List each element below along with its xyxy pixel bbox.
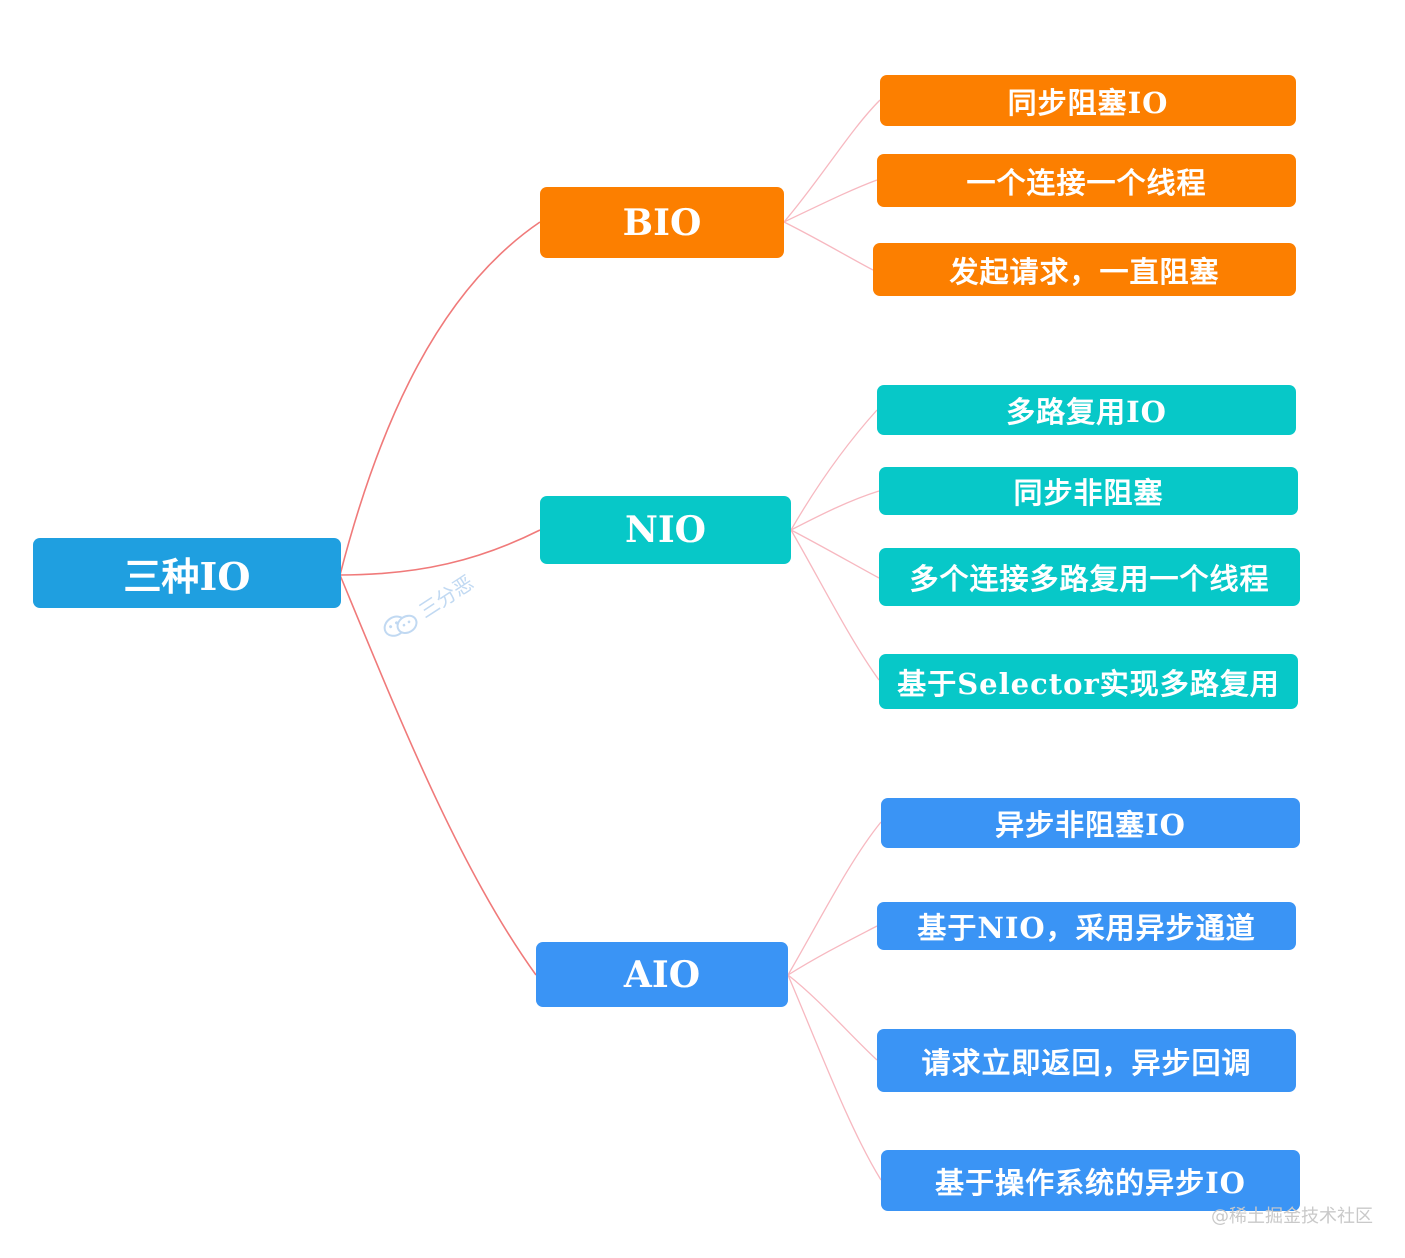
watermark: 三分恶 [377,567,478,647]
leaf-bio-2: 一个连接一个线程 [877,154,1296,207]
edge-nio-leaf-1 [790,409,878,531]
edge-bio-leaf-2 [783,179,878,223]
edge-bio-leaf-3 [783,221,874,271]
leaf-bio-2-label: 一个连接一个线程 [966,165,1207,200]
edge-aio-leaf-2 [787,925,878,976]
leaf-aio-4-label: 基于操作系统的异步IO [935,1165,1246,1200]
edge-nio-leaf-4 [790,529,880,681]
leaf-aio-2-label: 基于NIO，采用异步通道 [917,911,1256,945]
edge-bio-leaf-1 [783,99,881,223]
leaf-nio-3: 多个连接多路复用一个线程 [879,548,1300,606]
leaf-nio-2-label: 同步非阻塞 [1013,476,1164,510]
branch-nio-label: NIO [624,509,707,551]
leaf-bio-1-label: 同步阻塞IO [1007,85,1169,120]
leaf-bio-1: 同步阻塞IO [880,75,1296,126]
edge-aio-leaf-3 [787,974,878,1061]
branch-bio: BIO [540,187,784,258]
leaf-nio-4-label: 基于Selector实现多路复用 [897,666,1280,701]
edge-nio-leaf-3 [790,529,880,579]
leaf-nio-1-label: 多路复用IO [1006,395,1167,429]
edge-root-aio [339,574,537,976]
edge-aio-leaf-4 [787,974,882,1181]
leaf-aio-1-label: 异步非阻塞IO [995,808,1186,842]
leaf-aio-1: 异步非阻塞IO [881,798,1300,848]
leaf-bio-3: 发起请求，一直阻塞 [873,243,1296,296]
root-label: 三种IO [123,553,251,599]
edge-nio-leaf-2 [790,490,880,531]
leaf-aio-3-label: 请求立即返回，异步回调 [921,1045,1252,1080]
footer-credit: @稀土掘金技术社区 [1211,1206,1373,1227]
leaf-nio-1: 多路复用IO [877,385,1296,435]
root-node: 三种IO [33,538,341,608]
leaf-aio-2: 基于NIO，采用异步通道 [877,902,1296,950]
edge-root-bio [339,221,541,576]
leaf-nio-4: 基于Selector实现多路复用 [879,654,1298,709]
branch-bio-label: BIO [622,201,702,244]
leaf-bio-3-label: 发起请求，一直阻塞 [949,254,1220,289]
leaf-nio-3-label: 多个连接多路复用一个线程 [909,562,1270,596]
edge-aio-leaf-1 [787,821,882,976]
leaf-aio-4: 基于操作系统的异步IO [881,1150,1300,1211]
leaf-nio-2: 同步非阻塞 [879,467,1298,515]
branch-nio: NIO [540,496,791,564]
branch-aio-label: AIO [623,953,701,996]
branch-aio: AIO [536,942,788,1007]
leaf-aio-3: 请求立即返回，异步回调 [877,1029,1296,1092]
edge-root-nio [339,529,541,576]
wechat-icon [383,614,418,637]
